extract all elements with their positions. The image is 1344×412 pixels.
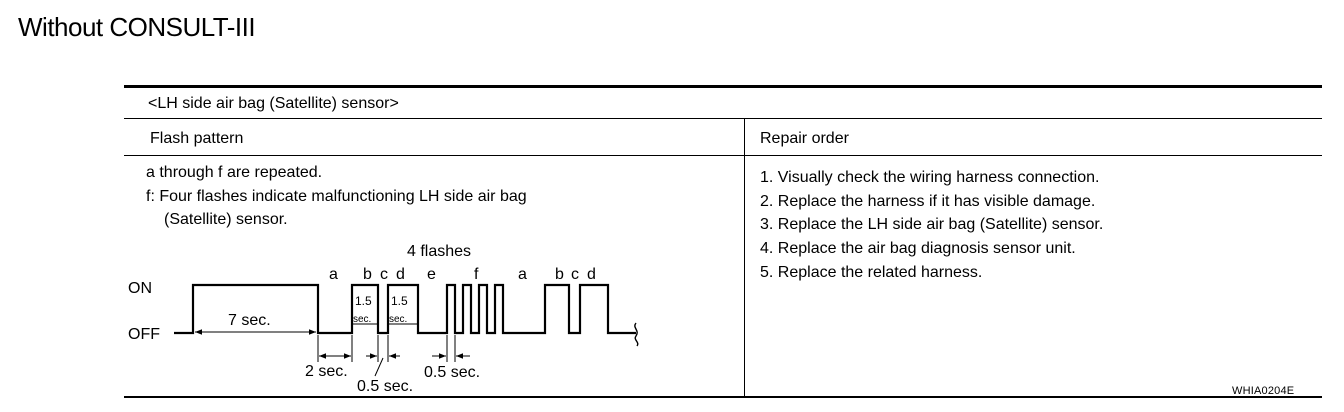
half-sec-label: 0.5 sec. [357,378,413,395]
extension-lines [317,335,456,362]
flash-pattern-header: Flash pattern [150,130,244,147]
column-divider [744,118,745,396]
table-top-rule [124,85,1322,88]
segment-letter-c: c [571,266,579,283]
half-sec-leader [374,357,384,377]
flash-description-line: f: Four flashes indicate malfunctioning … [146,188,527,205]
segment-letter-a: a [518,266,527,283]
segment-letter-b: b [555,266,564,283]
two-sec-label: 2 sec. [305,363,348,380]
segment-letter-f: f [474,266,479,283]
pulse-width-unit: sec. [353,314,371,325]
page-title: Without CONSULT-III [18,12,256,42]
four-flashes-label: 4 flashes [407,243,471,260]
on-label: ON [128,280,152,297]
table-rule-1 [124,118,1322,119]
repair-step: 3. Replace the LH side air bag (Satellit… [760,216,1104,234]
sensor-title: <LH side air bag (Satellite) sensor> [148,95,399,112]
segment-letter-b: b [363,266,372,283]
segment-letter-c: c [380,266,388,283]
pulse-width-value: 1.5 [391,294,408,308]
pulse-width-value: 1.5 [355,294,372,308]
repair-steps-list: 1. Visually check the wiring harness con… [760,168,1103,286]
repair-step: 5. Replace the related harness. [760,263,983,281]
table-bottom-rule [124,396,1322,398]
flash-waveform [174,283,636,335]
figure-id: WHIA0204E [1232,385,1295,397]
break-symbol [634,322,639,347]
table-rule-2 [124,155,1322,156]
half-sec-label: 0.5 sec. [424,364,480,381]
segment-letter-a: a [329,266,338,283]
off-label: OFF [128,326,160,343]
pulse-width-unit: sec. [389,314,407,325]
flash-description-line: (Satellite) sensor. [164,211,288,228]
segment-letter-e: e [427,266,436,283]
segment-letter-d: d [587,266,596,283]
seven-sec-label: 7 sec. [228,312,271,329]
segment-letter-d: d [396,266,405,283]
repair-step: 4. Replace the air bag diagnosis sensor … [760,240,1076,258]
flash-description-line: a through f are repeated. [146,164,323,181]
repair-step: 2. Replace the harness if it has visible… [760,192,1096,210]
repair-step: 1. Visually check the wiring harness con… [760,169,1100,186]
repair-order-header: Repair order [760,130,849,147]
